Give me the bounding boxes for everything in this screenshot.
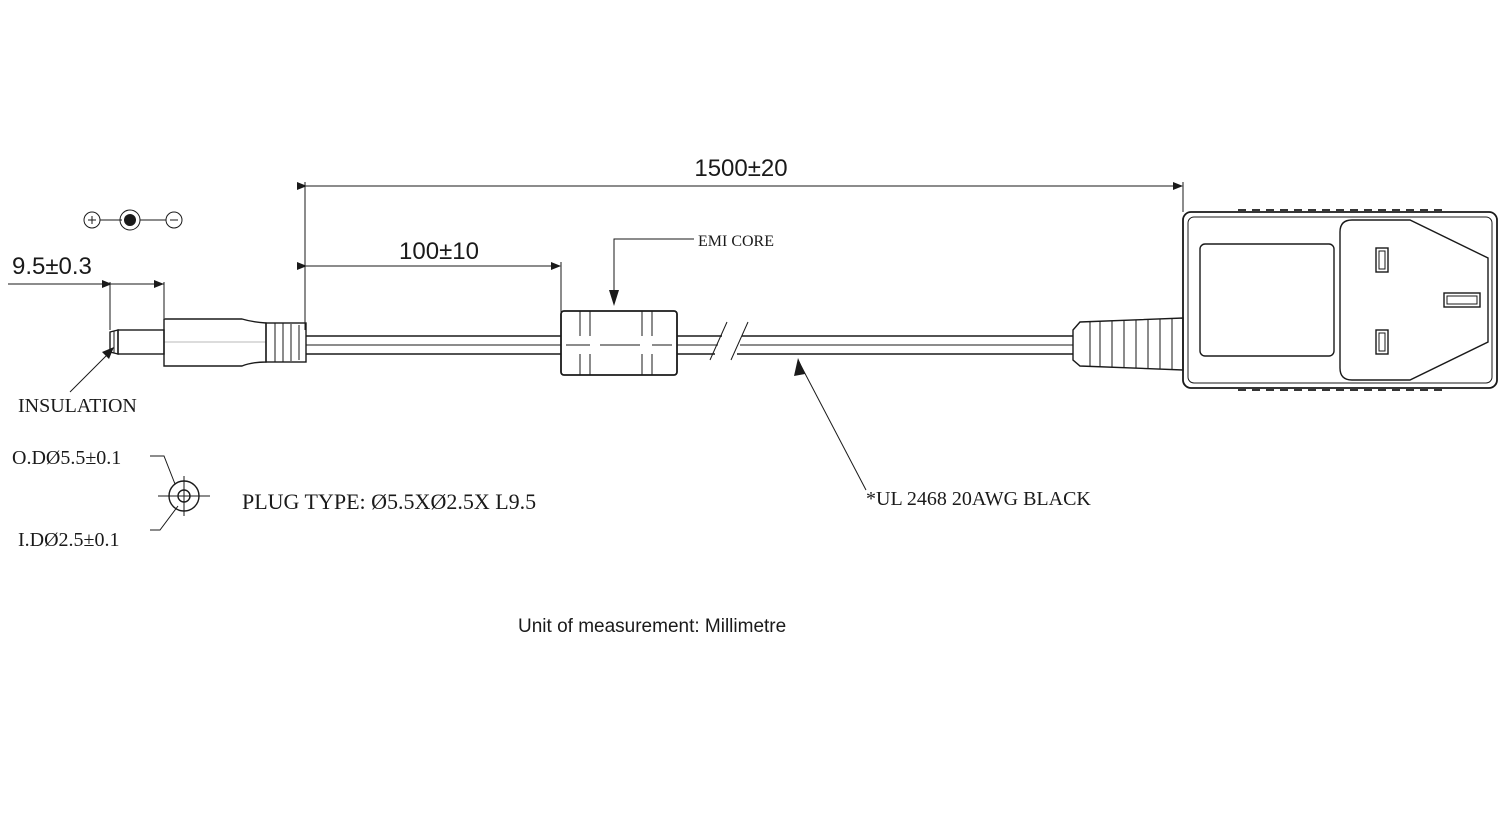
adapter-vents — [1238, 209, 1448, 391]
core-distance-dimension: 100±10 — [297, 238, 562, 312]
inner-diameter-label: I.DØ2.5±0.1 — [18, 529, 120, 551]
plug-type-label: PLUG TYPE: Ø5.5XØ2.5X L9.5 — [242, 489, 536, 514]
plug-face-detail: O.DØ5.5±0.1 I.DØ2.5±0.1 — [12, 447, 210, 551]
break-line — [709, 321, 728, 361]
insulation-callout: INSULATION — [18, 347, 137, 417]
emi-core — [560, 310, 678, 376]
polarity-symbol — [83, 209, 183, 231]
break-line — [730, 321, 749, 361]
emi-core-label: EMI CORE — [698, 233, 774, 250]
unit-note: Unit of measurement: Millimetre — [518, 616, 786, 637]
cable-spec-label: *UL 2468 20AWG BLACK — [866, 488, 1091, 510]
plug-length-dimension: 9.5±0.3 — [8, 253, 165, 330]
wall-adapter — [1182, 209, 1498, 391]
dc-plug — [109, 318, 307, 367]
negative-terminal-icon — [165, 211, 183, 229]
uk-earth-pin-icon — [1443, 292, 1481, 308]
uk-pin-icon — [1375, 247, 1389, 273]
plug-length-label: 9.5±0.3 — [12, 253, 92, 280]
center-pin-icon — [124, 214, 136, 226]
insulation-label: INSULATION — [18, 395, 137, 417]
uk-plug-face — [1339, 219, 1489, 381]
core-distance-label: 100±10 — [399, 238, 479, 265]
plug-outer-diameter-icon — [168, 480, 200, 512]
outer-diameter-label: O.DØ5.5±0.1 — [12, 447, 121, 469]
cable-length-label: 1500±20 — [694, 155, 787, 182]
label-recess — [1199, 243, 1335, 357]
cable-middle-segment — [677, 321, 1073, 361]
cable-spec-callout: *UL 2468 20AWG BLACK — [794, 358, 1091, 510]
uk-pin-icon — [1375, 329, 1389, 355]
plug-inner-diameter-icon — [177, 489, 191, 503]
cable-left-segment — [306, 335, 561, 355]
cable-length-dimension: 1500±20 — [297, 155, 1184, 330]
emi-core-callout: EMI CORE — [609, 233, 774, 306]
adapter-strain-relief — [1072, 317, 1184, 371]
